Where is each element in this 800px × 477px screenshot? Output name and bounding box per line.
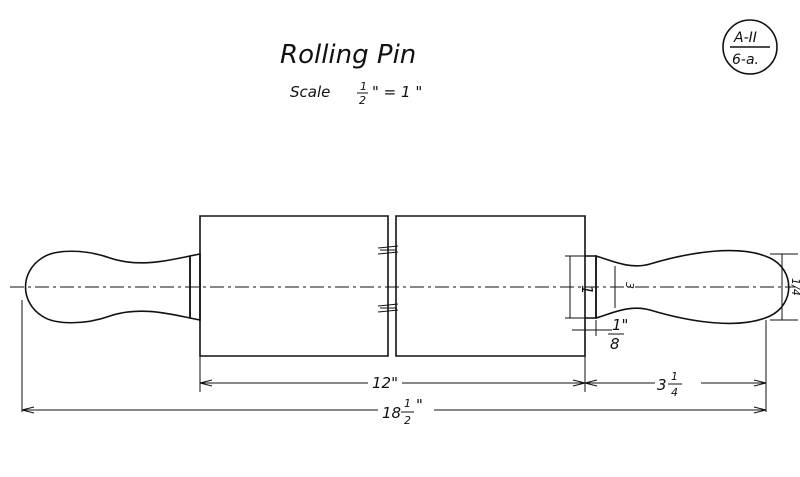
right-handle: [595, 249, 790, 325]
left-handle: [24, 250, 191, 324]
handle-length-den: 4: [671, 386, 678, 399]
barrel-left: [199, 215, 389, 357]
neck-diameter-dimension: 3: [614, 266, 636, 308]
sheet-badge: A-II 6-a.: [722, 19, 778, 75]
barrel-diameter-label: 1: [578, 285, 596, 295]
overall-length-whole: 18: [382, 404, 401, 422]
collar-width-dimension: 1" 8: [572, 316, 628, 353]
overall-length-den: 2: [404, 414, 411, 427]
scale-note: Scale 1 2 " = 1 ": [290, 80, 422, 107]
barrel-length-dimension: 12": [199, 370, 586, 392]
scale-rest: " = 1 ": [372, 83, 422, 101]
barrel-diameter-dimension: 1: [565, 255, 596, 319]
badge-top: A-II: [733, 30, 757, 46]
barrel-right: [395, 215, 586, 357]
badge-bottom: 6-a.: [732, 52, 759, 68]
barrel-length-label: 12": [372, 374, 398, 392]
overall-length-unit: ": [416, 396, 423, 414]
scale-denominator: 2: [359, 94, 366, 107]
collar-width-label: 1": [612, 316, 628, 334]
handle-length-dimension: 3 1 4: [584, 368, 767, 399]
handle-length-whole: 3: [657, 376, 667, 394]
scale-numerator: 1: [360, 80, 367, 93]
drawing-title: Rolling Pin: [280, 40, 416, 70]
handle-length-num: 1: [671, 370, 678, 383]
overall-length-num: 1: [404, 397, 411, 410]
scale-label: Scale: [290, 83, 330, 101]
overall-length-dimension: 18 1 2 ": [21, 396, 767, 428]
neck-diameter-label: 3: [623, 282, 636, 289]
collar-width-den: 8: [610, 335, 620, 353]
handle-diameter-dimension: 1/4: [770, 253, 800, 321]
handle-diameter-label: 1/4: [789, 278, 800, 296]
